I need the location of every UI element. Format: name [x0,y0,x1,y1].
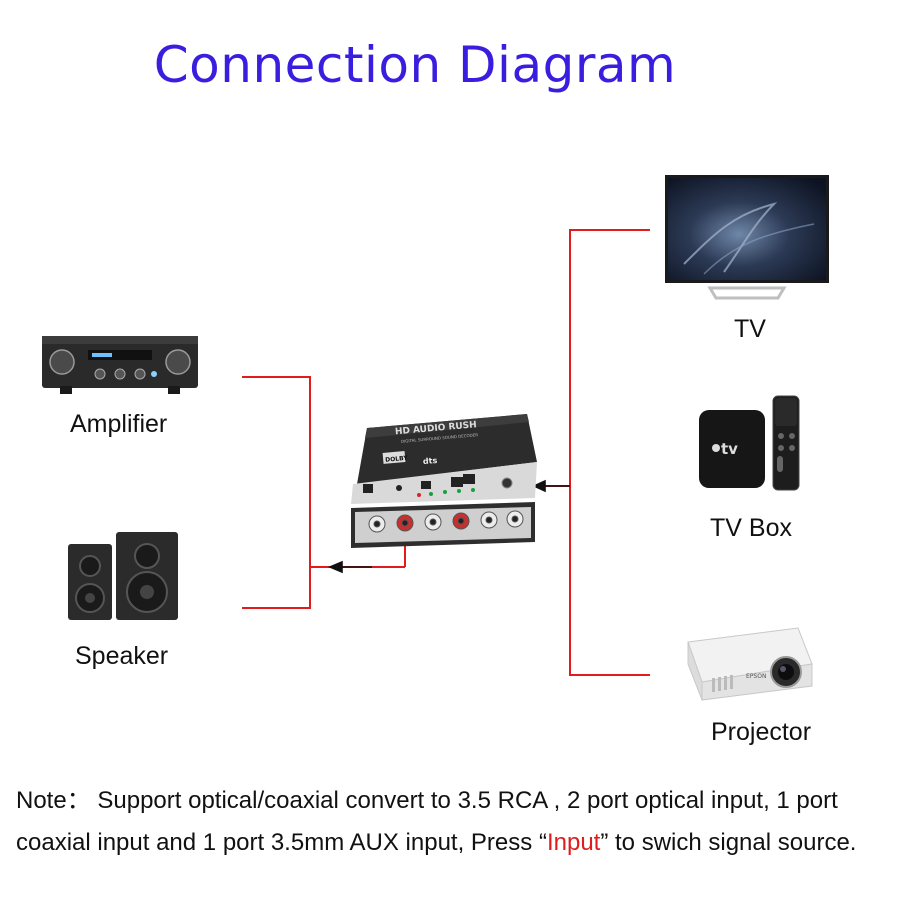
note-close-quote: ” [600,829,609,856]
tv-label: TV [734,315,766,343]
note-text: Note： Support optical/coaxial convert to… [16,780,886,864]
note-open-quote: “ [538,829,547,856]
tv-box-brand: tv [721,440,738,458]
projector-device: EPSON [682,620,816,702]
speaker-icon [68,532,178,620]
speaker-device [66,530,182,622]
note-prefix: Note： [16,787,91,814]
amplifier-device [40,330,200,396]
projector-brand: EPSON [746,673,766,680]
speaker-label: Speaker [75,642,169,670]
amplifier-icon [42,336,198,394]
wire-tv [569,229,650,676]
decoder-icon: HD AUDIO RUSH DIGITAL SURROUND SOUND DEC… [351,414,537,548]
decoder-device: HD AUDIO RUSH DIGITAL SURROUND SOUND DEC… [345,412,541,552]
projector-icon: EPSON [687,627,813,701]
note-input-word: Input [546,829,601,856]
note-body-1: Support optical/coaxial convert to 3.5 R… [16,787,838,856]
tv-box-device: tv [697,394,805,494]
arrow-to-outputs [327,560,343,574]
arrow-into-decoder [532,479,546,493]
decoder-dolby: DOLBY [385,455,409,464]
projector-label: Projector [711,718,812,746]
amplifier-label: Amplifier [70,410,168,438]
tv-box-icon: tv [699,395,800,491]
wire-amplifier [242,376,311,609]
decoder-dts: dts [423,456,438,466]
tv-box-label: TV Box [710,514,792,542]
decoder-sub-label: DIGITAL SURROUND SOUND DECODER [401,432,479,444]
note-body-2: to swich signal source. [615,829,857,856]
tv-device [664,174,830,304]
tv-icon [665,175,829,300]
page-title: Connection Diagram [153,36,677,94]
